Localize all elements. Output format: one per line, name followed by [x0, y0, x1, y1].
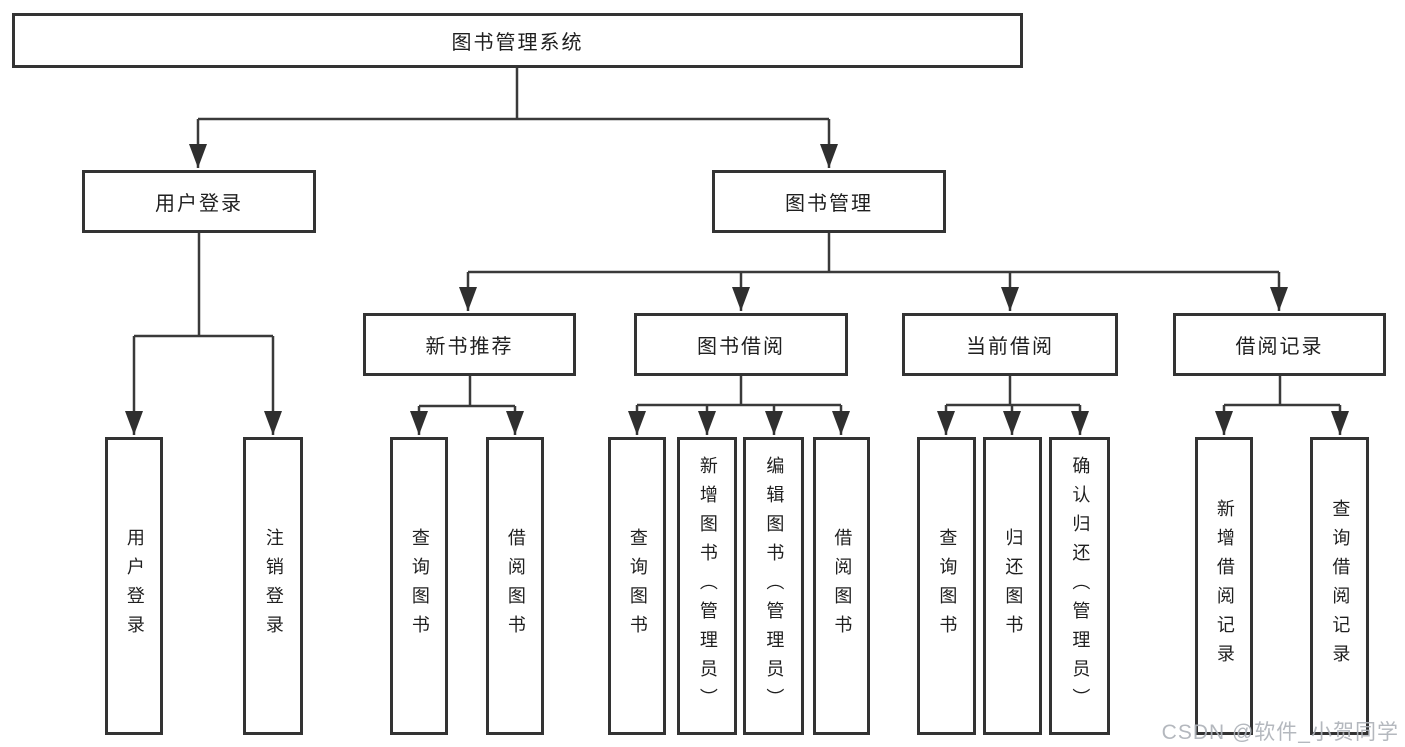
leaf-borrow-books-recommend: 借阅图书: [486, 437, 544, 735]
node-library-management-system: 图书管理系统: [12, 13, 1023, 68]
leaf-query-books-recommend: 查询图书: [390, 437, 448, 735]
leaf-query-books-borrowing: 查询图书: [608, 437, 666, 735]
leaf-borrow-books: 借阅图书: [813, 437, 870, 735]
node-label: 用户登录: [124, 528, 145, 644]
leaf-edit-books-admin: 编辑图书（管理员）: [743, 437, 804, 735]
node-new-book-recommendation: 新书推荐: [363, 313, 576, 376]
node-label: 查询借阅记录: [1330, 499, 1351, 673]
node-label: 查询图书: [627, 528, 648, 644]
node-label: 借阅图书: [832, 528, 853, 644]
node-label: 归还图书: [1003, 528, 1024, 644]
node-label: 注销登录: [263, 528, 284, 644]
node-label: 新增借阅记录: [1214, 499, 1235, 673]
leaf-logout: 注销登录: [243, 437, 303, 735]
leaf-query-borrow-record: 查询借阅记录: [1310, 437, 1369, 735]
node-label: 确认归还（管理员）: [1070, 455, 1091, 717]
leaf-add-books-admin: 新增图书（管理员）: [677, 437, 737, 735]
node-label: 新书推荐: [425, 336, 514, 358]
node-label: 当前借阅: [966, 336, 1054, 358]
node-user-login-group: 用户登录: [82, 170, 316, 233]
node-label: 查询图书: [937, 528, 958, 644]
node-book-borrowing: 图书借阅: [634, 313, 848, 376]
node-label: 编辑图书（管理员）: [764, 455, 785, 717]
leaf-confirm-return-admin: 确认归还（管理员）: [1049, 437, 1110, 735]
node-borrowing-records: 借阅记录: [1173, 313, 1386, 376]
node-label: 用户登录: [155, 193, 243, 215]
node-label: 查询图书: [409, 528, 430, 644]
node-label: 图书借阅: [697, 336, 785, 358]
leaf-return-books: 归还图书: [983, 437, 1042, 735]
leaf-add-borrow-record: 新增借阅记录: [1195, 437, 1253, 735]
leaf-user-login: 用户登录: [105, 437, 163, 735]
node-book-management: 图书管理: [712, 170, 946, 233]
node-label: 新增图书（管理员）: [697, 455, 718, 717]
node-label: 借阅记录: [1235, 336, 1324, 358]
node-current-borrowing: 当前借阅: [902, 313, 1118, 376]
node-label: 图书管理: [785, 193, 873, 215]
node-label: 借阅图书: [505, 528, 526, 644]
leaf-query-books-current: 查询图书: [917, 437, 976, 735]
node-label: 图书管理系统: [451, 32, 584, 54]
csdn-watermark: CSDN @软件_小贺同学: [1161, 721, 1399, 744]
